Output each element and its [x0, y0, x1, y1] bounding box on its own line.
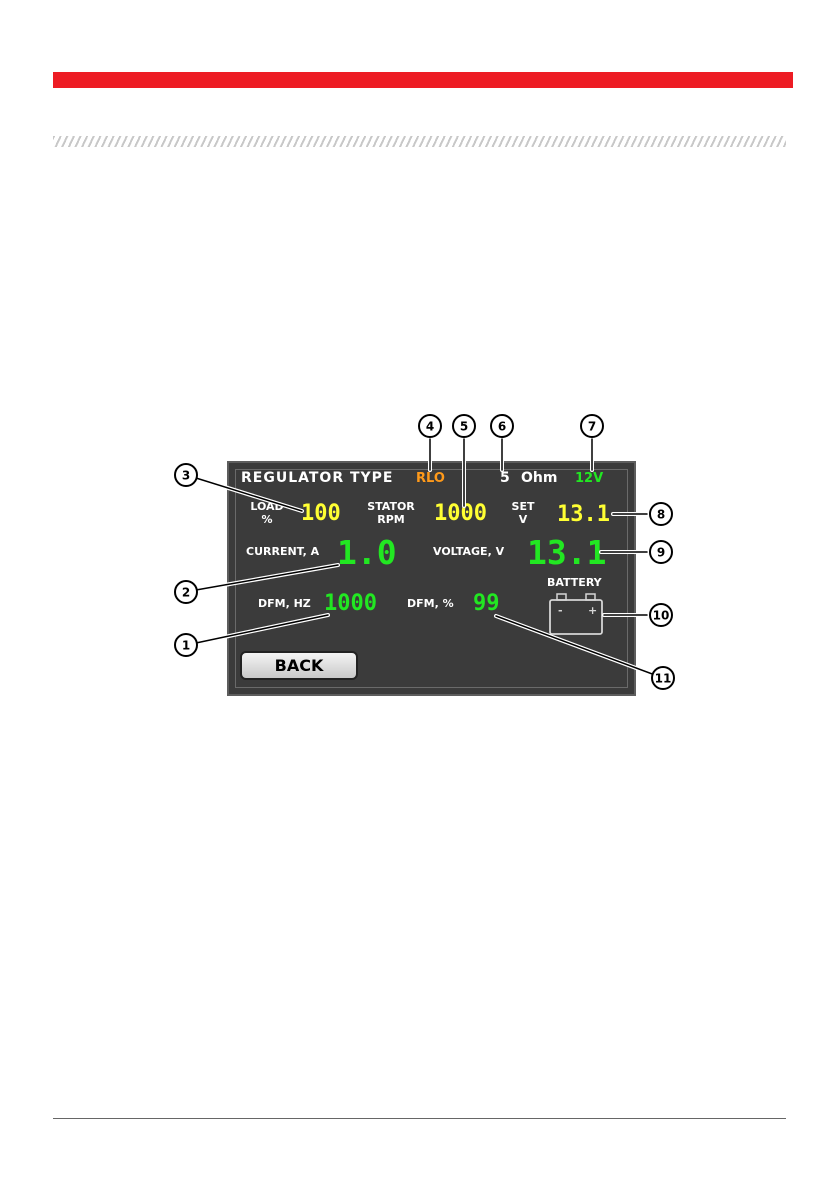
battery-plus: + [588, 604, 597, 617]
back-button[interactable]: BACK [240, 651, 358, 680]
svg-text:7: 7 [588, 420, 596, 434]
callout-7: 7 [581, 415, 603, 437]
callout-5: 5 [453, 415, 475, 437]
callout-8: 8 [650, 503, 672, 525]
system-voltage: 12V [575, 471, 603, 486]
svg-text:1: 1 [182, 639, 190, 653]
callout-2: 2 [175, 581, 197, 603]
dfm-hz-label: DFM, HZ [258, 597, 311, 610]
callout-10: 10 [650, 604, 672, 626]
dfm-percent-label: DFM, % [407, 597, 454, 610]
regulator-type-value: RLO [416, 471, 445, 486]
callout-6: 6 [491, 415, 513, 437]
svg-text:11: 11 [655, 672, 672, 686]
voltage-label: VOLTAGE, V [433, 545, 504, 558]
svg-text:5: 5 [460, 420, 468, 434]
stator-rpm-value: 1000 [434, 501, 487, 526]
svg-text:8: 8 [657, 508, 665, 522]
load-label: LOAD% [246, 500, 288, 526]
current-value: 1.0 [337, 533, 397, 572]
voltage-value: 13.1 [527, 533, 606, 572]
regulator-type-label: REGULATOR TYPE [241, 470, 394, 486]
resistance-unit: Ohm [521, 470, 557, 486]
callout-3: 3 [175, 464, 197, 486]
svg-text:10: 10 [653, 609, 670, 623]
load-value: 100 [301, 501, 341, 526]
svg-text:4: 4 [426, 420, 434, 434]
svg-text:9: 9 [657, 546, 665, 560]
dfm-hz-value: 1000 [324, 591, 377, 616]
callout-4: 4 [419, 415, 441, 437]
svg-text:3: 3 [182, 469, 190, 483]
dfm-percent-value: 99 [473, 591, 500, 616]
callout-1: 1 [175, 634, 197, 656]
current-label: CURRENT, A [246, 545, 319, 558]
battery-label: BATTERY [547, 576, 602, 589]
resistance-value: 5 [500, 470, 510, 486]
callout-11: 11 [652, 667, 674, 689]
battery-minus: - [558, 604, 563, 617]
header-red-bar [53, 72, 793, 88]
header-hatch-divider [53, 136, 786, 147]
callout-9: 9 [650, 541, 672, 563]
svg-text:6: 6 [498, 420, 506, 434]
battery-icon: - + [548, 592, 604, 636]
footer-divider [53, 1118, 786, 1119]
svg-text:2: 2 [182, 586, 190, 600]
set-voltage-value: 13.1 [557, 502, 610, 527]
